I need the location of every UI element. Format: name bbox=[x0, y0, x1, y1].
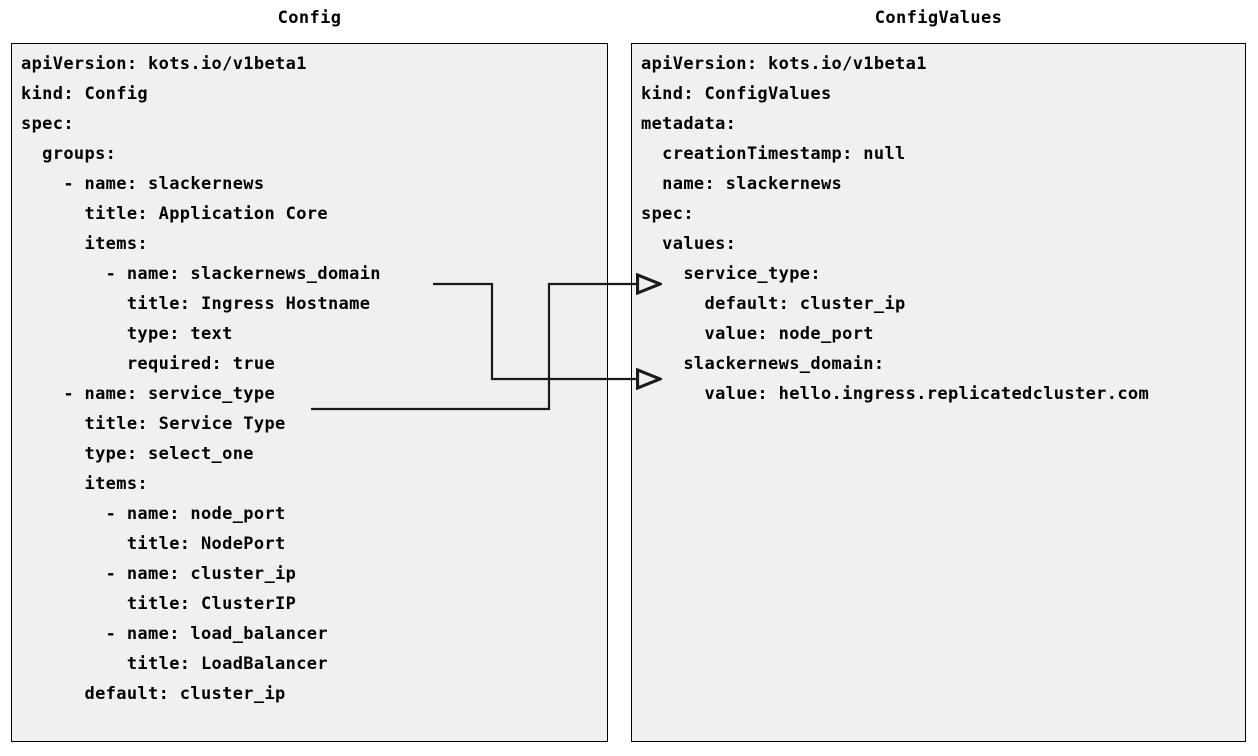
config-code-line: items: bbox=[21, 234, 149, 254]
config-panel: apiVersion: kots.io/v1beta1 kind: Config s… bbox=[11, 43, 608, 742]
config-code-line: title: NodePort bbox=[21, 534, 286, 554]
right-panel-title: ConfigValues bbox=[874, 8, 1003, 28]
config-values-code-line: apiVersion: kots.io/v1beta1 bbox=[641, 54, 927, 74]
config-values-code-line: default: cluster_ip bbox=[641, 294, 906, 314]
config-code-line: default: cluster_ip bbox=[21, 684, 286, 704]
config-code-line: - name: slackernews_domain bbox=[21, 264, 381, 284]
config-code-line: - name: cluster_ip bbox=[21, 564, 297, 584]
config-code-line: title: Service Type bbox=[21, 414, 286, 434]
config-values-code-line: kind: ConfigValues bbox=[641, 84, 832, 104]
config-code-line: title: ClusterIP bbox=[21, 594, 297, 614]
config-code-line: apiVersion: kots.io/v1beta1 bbox=[21, 54, 307, 74]
config-code-line: - name: node_port bbox=[21, 504, 286, 524]
config-values-code-line: value: node_port bbox=[641, 324, 874, 344]
config-code-line: required: true bbox=[21, 354, 276, 374]
config-code-line: title: LoadBalancer bbox=[21, 654, 328, 674]
config-code-line: items: bbox=[21, 474, 149, 494]
config-code-line: - name: slackernews bbox=[21, 174, 265, 194]
config-code-line: - name: load_balancer bbox=[21, 624, 328, 644]
config-values-code-line: service_type: bbox=[641, 264, 821, 284]
config-code-line: - name: service_type bbox=[21, 384, 276, 404]
config-values-code-block: apiVersion: kots.io/v1beta1 kind: ConfigV… bbox=[641, 49, 1243, 739]
config-code-line: type: text bbox=[21, 324, 233, 344]
config-code-line: title: Application Core bbox=[21, 204, 328, 224]
config-code-block: apiVersion: kots.io/v1beta1 kind: Config s… bbox=[21, 49, 605, 739]
config-values-code-line: slackernews_domain: bbox=[641, 354, 885, 374]
config-values-code-line: creationTimestamp: null bbox=[641, 144, 906, 164]
config-values-code-line: spec: bbox=[641, 204, 694, 224]
config-code-line: spec: bbox=[21, 114, 74, 134]
config-values-code-line: value: hello.ingress.replicatedcluster.c… bbox=[641, 384, 1150, 404]
config-code-line: type: select_one bbox=[21, 444, 254, 464]
config-values-code-line: name: slackernews bbox=[641, 174, 843, 194]
config-values-code-line: values: bbox=[641, 234, 737, 254]
config-values-code-line: metadata: bbox=[641, 114, 737, 134]
config-code-line: groups: bbox=[21, 144, 117, 164]
config-code-line: kind: Config bbox=[21, 84, 149, 104]
config-code-line: title: Ingress Hostname bbox=[21, 294, 371, 314]
left-panel-title: Config bbox=[277, 8, 342, 28]
config-values-panel: apiVersion: kots.io/v1beta1 kind: ConfigV… bbox=[631, 43, 1246, 742]
